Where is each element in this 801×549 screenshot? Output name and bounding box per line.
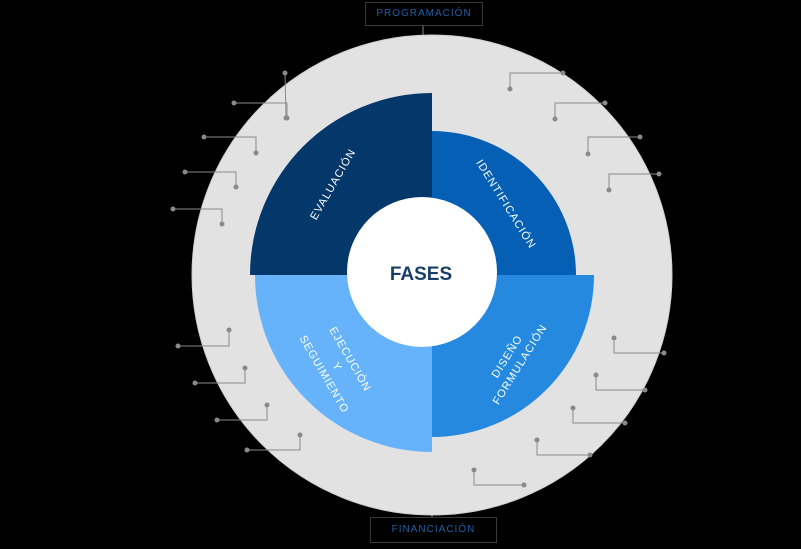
connector-dot	[602, 100, 608, 106]
connector-dot	[192, 380, 198, 386]
connector-dot	[264, 402, 270, 408]
connector-dot	[622, 420, 628, 426]
connector-line	[572, 408, 625, 424]
connector-dot	[242, 365, 248, 371]
connector-dot	[226, 327, 232, 333]
connector-dot	[244, 447, 250, 453]
connector-line	[613, 338, 664, 354]
connector-dot	[642, 387, 648, 393]
connector-dot	[534, 437, 540, 443]
connector-line	[284, 72, 287, 119]
connector-line	[173, 208, 223, 224]
connector-line	[234, 102, 288, 118]
connector-dot	[231, 100, 237, 106]
connector-dot	[214, 417, 220, 423]
connector-line	[247, 435, 301, 451]
connector-dot	[560, 70, 566, 76]
connector-dot	[656, 171, 662, 177]
connector-dot	[253, 150, 259, 156]
connector-line	[554, 102, 605, 119]
programacion-label: PROGRAMACIÓN	[365, 2, 483, 26]
connector-dot	[611, 335, 617, 341]
connector-dot	[471, 467, 477, 473]
connector-dot	[201, 134, 207, 140]
financiacion-label: FINANCIACIÓN	[370, 517, 497, 543]
connector-dot	[587, 452, 593, 458]
connector-dot	[552, 116, 558, 122]
connector-dot	[219, 221, 225, 227]
connector-dot	[297, 432, 303, 438]
connector-dot	[661, 350, 667, 356]
connector-dot	[282, 70, 288, 76]
connector-dot	[170, 206, 176, 212]
center-title: FASES	[390, 264, 452, 285]
connector-line	[595, 375, 645, 391]
connector-line	[509, 72, 563, 89]
connector-dot	[175, 343, 181, 349]
connector-dot	[182, 169, 188, 175]
connector-line	[217, 405, 268, 421]
center-circle	[347, 197, 497, 347]
connector-dot	[637, 134, 643, 140]
connector-group	[170, 70, 667, 488]
connector-dot	[521, 482, 527, 488]
connector-dot	[233, 184, 239, 190]
connector-dot	[585, 151, 591, 157]
connector-dot	[570, 405, 576, 411]
connector-line	[536, 440, 590, 456]
connector-dot	[606, 187, 612, 193]
connector-dot	[284, 115, 290, 121]
connector-line	[473, 470, 524, 486]
connector-dot	[507, 86, 513, 92]
connector-line	[195, 368, 246, 384]
connector-line	[587, 136, 640, 154]
connector-dot	[593, 372, 599, 378]
connector-line	[204, 136, 257, 153]
connector-line	[178, 330, 230, 347]
connector-line	[608, 173, 659, 190]
connector-line	[185, 171, 237, 187]
